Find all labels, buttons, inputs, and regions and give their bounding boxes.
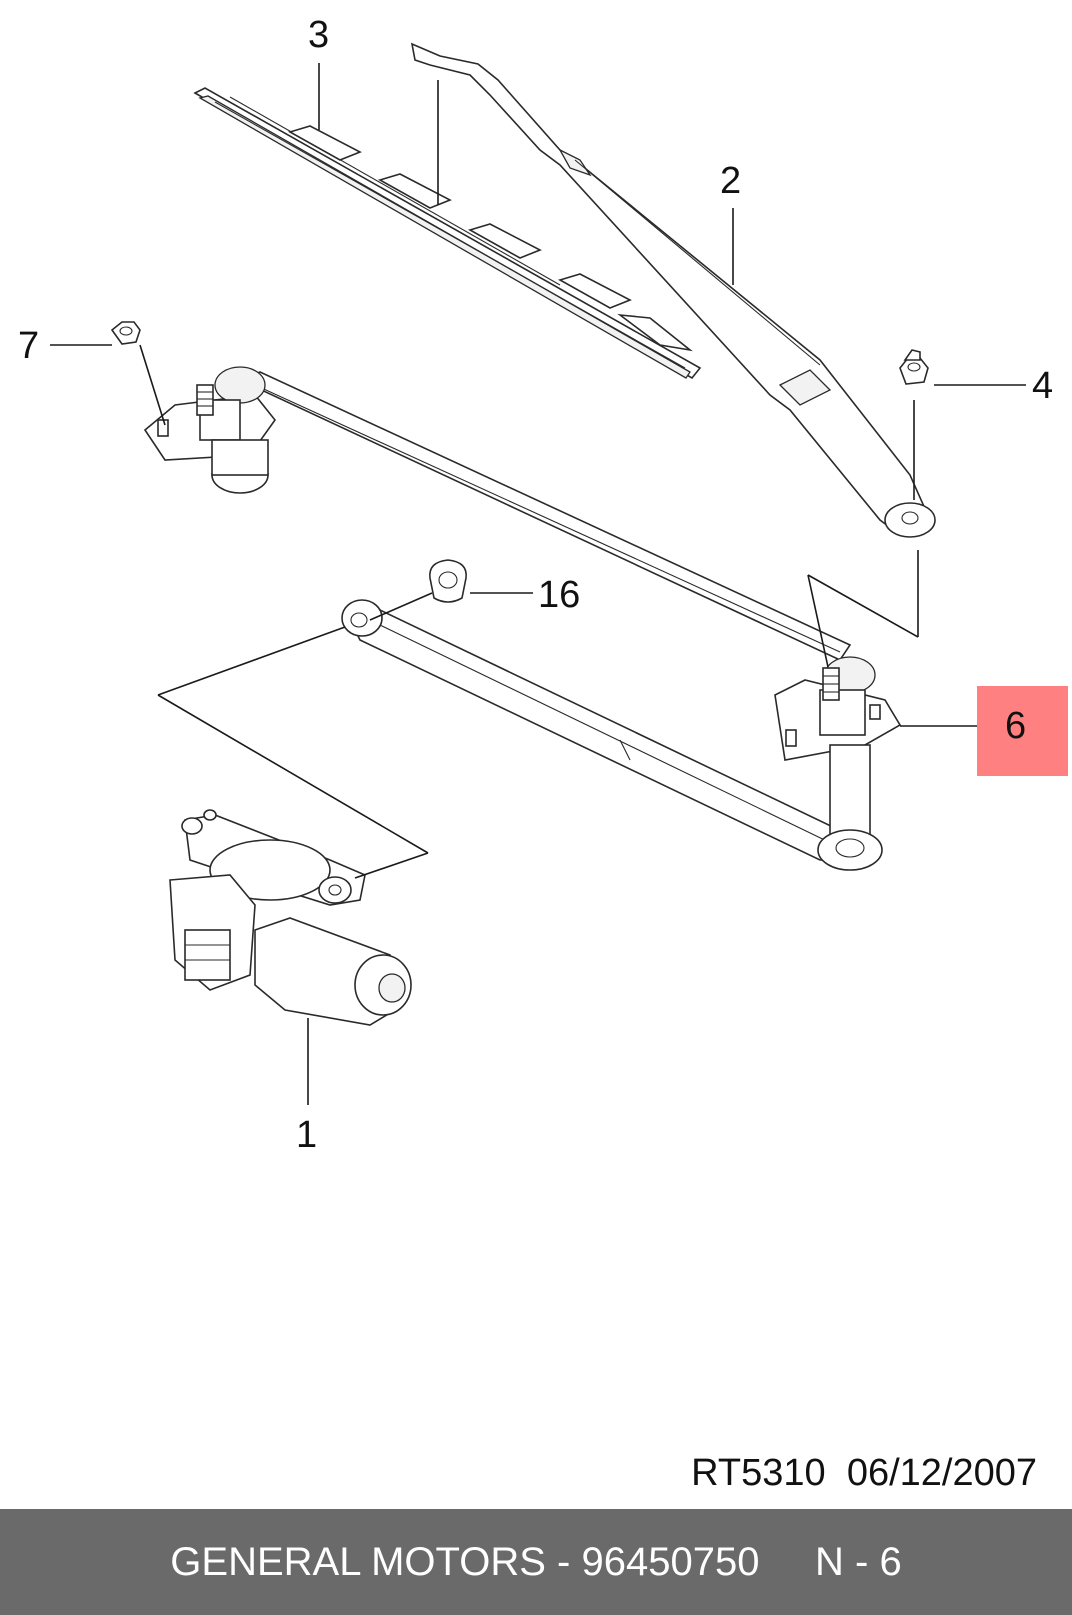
nut-4 [899,349,929,385]
bushing-16 [429,559,467,603]
drawing-reference: RT5310 06/12/2007 [691,1452,1037,1495]
callout-label-16: 16 [538,574,580,616]
callout-label-3: 3 [308,14,329,56]
callout-label-7: 7 [18,325,39,367]
wiper-motor [169,809,412,1026]
nut-7 [110,321,141,345]
reference-date: 06/12/2007 [846,1452,1037,1494]
callout-label-6: 6 [1005,705,1026,747]
reference-code: RT5310 [691,1452,826,1494]
footer-bar: GENERAL MOTORS - 96450750 N - 6 [0,1509,1072,1615]
wiper-blade [193,87,702,380]
callout-label-4: 4 [1032,365,1053,407]
callout-6-highlight [977,686,1068,776]
wiper-arm [410,42,936,538]
callout-label-2: 2 [720,160,741,202]
linkage-assembly [143,366,902,871]
callout-label-1: 1 [296,1114,317,1156]
leader-lines [50,63,1026,1105]
footer-part-info: GENERAL MOTORS - 96450750 N - 6 [170,1539,902,1584]
wiper-assembly-diagram: 3 2 7 4 16 6 1 [18,14,1068,1156]
